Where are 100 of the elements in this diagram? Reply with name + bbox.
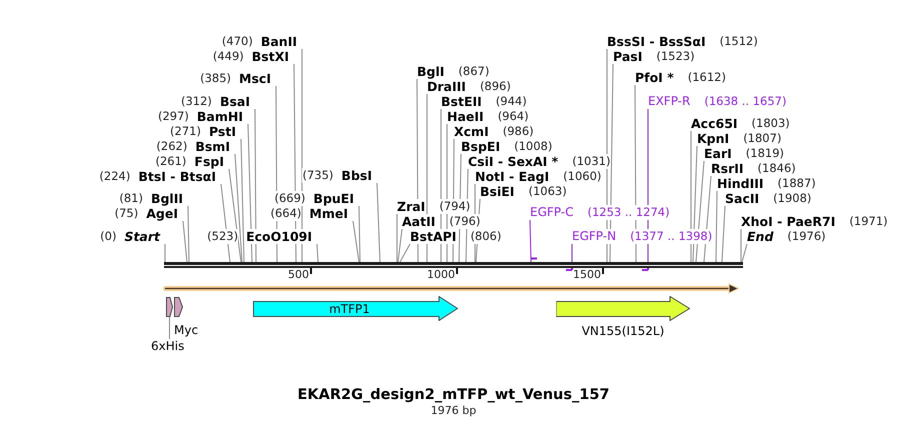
site-position: (1846)	[758, 161, 796, 176]
enzyme-label: BsmI	[195, 139, 230, 154]
enzyme-label: ZraI	[397, 199, 426, 214]
site-position: (224)	[99, 169, 130, 184]
enzyme-label: XhoI - PaeR7I	[741, 214, 836, 229]
site-position: (1807)	[743, 131, 782, 146]
leader-line	[228, 168, 242, 262]
leader-line	[742, 244, 748, 262]
leader-line	[248, 124, 252, 262]
site-position: (735)	[302, 168, 334, 183]
site-position: (470)	[222, 34, 253, 49]
enzyme-label: AgeI	[146, 206, 178, 221]
leader-line	[254, 108, 256, 262]
site-position: (896)	[480, 79, 511, 94]
primer-range: (1377 .. 1398)	[630, 229, 712, 244]
site-position: (1976)	[787, 229, 826, 244]
site-position: (297)	[158, 109, 189, 124]
enzyme-label: BglII	[150, 191, 183, 206]
enzyme-label: FspI	[194, 154, 224, 169]
enzyme-label: MscI	[239, 71, 271, 86]
leader-line	[240, 138, 244, 262]
leader-line	[690, 130, 692, 262]
leader-line	[316, 244, 318, 262]
enzyme-label: KpnI	[697, 131, 730, 146]
site-position: (986)	[502, 124, 534, 139]
site-position: (385)	[200, 71, 232, 86]
enzyme-label: SacII	[725, 191, 760, 206]
feature-label: 6xHis	[151, 339, 184, 354]
site-position: (1063)	[528, 184, 567, 199]
leader-line	[716, 190, 718, 262]
enzyme-label: Acc65I	[691, 116, 738, 131]
ruler-label: 500	[288, 268, 309, 281]
site-position: (312)	[181, 94, 212, 109]
enzyme-label: BpuEI	[313, 191, 354, 206]
leader-line	[740, 228, 742, 262]
leader-line	[188, 206, 190, 262]
leader-line	[169, 316, 170, 340]
enzyme-label: BstXI	[252, 49, 289, 64]
site-position: (261)	[155, 154, 186, 169]
ruler-label: 1000	[427, 268, 455, 281]
primer-range: (1253 .. 1274)	[587, 205, 670, 220]
enzyme-label: BssSI - BssSαI	[607, 34, 706, 49]
leader-line	[398, 228, 402, 262]
site-position: (867)	[458, 64, 490, 79]
ruler-label: 1500	[573, 268, 601, 281]
site-position: (806)	[470, 229, 502, 244]
leader-line	[396, 214, 398, 262]
feature-label: VN155(I152L)	[582, 324, 664, 338]
site-position: (449)	[212, 49, 244, 64]
enzyme-label: XcmI	[454, 124, 489, 139]
site-position: (1887)	[778, 176, 816, 191]
leader-line	[182, 220, 188, 262]
site-position: (1523)	[656, 49, 695, 64]
site-position: (1612)	[688, 70, 726, 85]
site-position: (794)	[439, 199, 470, 214]
leader-line	[400, 244, 410, 262]
site-position: (1971)	[849, 214, 888, 229]
site-position: (523)	[207, 229, 238, 244]
site-position: (664)	[270, 206, 302, 221]
enzyme-label: BstEII	[441, 94, 482, 109]
site-position: (944)	[496, 94, 527, 109]
enzyme-label: HindIII	[717, 176, 764, 191]
leader-line	[692, 146, 698, 262]
enzyme-label: BanII	[260, 34, 297, 49]
leader-line	[722, 206, 726, 262]
site-position: (964)	[498, 109, 529, 124]
dna-backbone	[164, 262, 743, 268]
leader-line	[530, 220, 532, 262]
map-end-label: End	[747, 229, 774, 244]
enzyme-label: EarI	[704, 146, 732, 161]
enzyme-label: MmeI	[309, 206, 348, 221]
site-position: (271)	[170, 124, 201, 139]
enzyme-label: BsiEI	[480, 184, 514, 199]
site-position: (1908)	[773, 191, 812, 206]
enzyme-label: PstI	[208, 124, 236, 139]
map-title: EKAR2G_design2_mTFP_wt_Venus_157	[297, 386, 610, 404]
site-position: (1803)	[752, 116, 790, 131]
enzyme-label: BamHI	[196, 109, 243, 124]
enzyme-label: RsrII	[711, 161, 744, 176]
enzyme-label: PfoI *	[635, 70, 674, 85]
primer-label: EGFP-N	[572, 229, 616, 244]
site-position: (1031)	[572, 154, 610, 169]
enzyme-label: BglI	[417, 64, 444, 79]
enzyme-label: BbsI	[341, 168, 372, 183]
feature-label: Myc	[174, 323, 198, 337]
site-position: (262)	[156, 139, 188, 154]
site-position: (0)	[100, 229, 116, 244]
enzyme-label: AatII	[402, 214, 436, 229]
enzyme-label: BstAPI	[410, 229, 456, 244]
feature-label: mTFP1	[329, 302, 370, 316]
enzyme-label: BtsI - BtsαI	[138, 169, 216, 184]
leader-line	[352, 220, 360, 262]
enzyme-label: PasI	[613, 49, 642, 64]
site-position: (796)	[449, 214, 480, 229]
enzyme-label: HaeII	[447, 109, 484, 124]
primer-range: (1638 .. 1657)	[704, 94, 786, 109]
site-position: (1060)	[563, 169, 602, 184]
site-position: (81)	[119, 191, 143, 206]
site-position: (1512)	[720, 34, 758, 49]
enzyme-label: NotI - EagI	[475, 169, 550, 184]
